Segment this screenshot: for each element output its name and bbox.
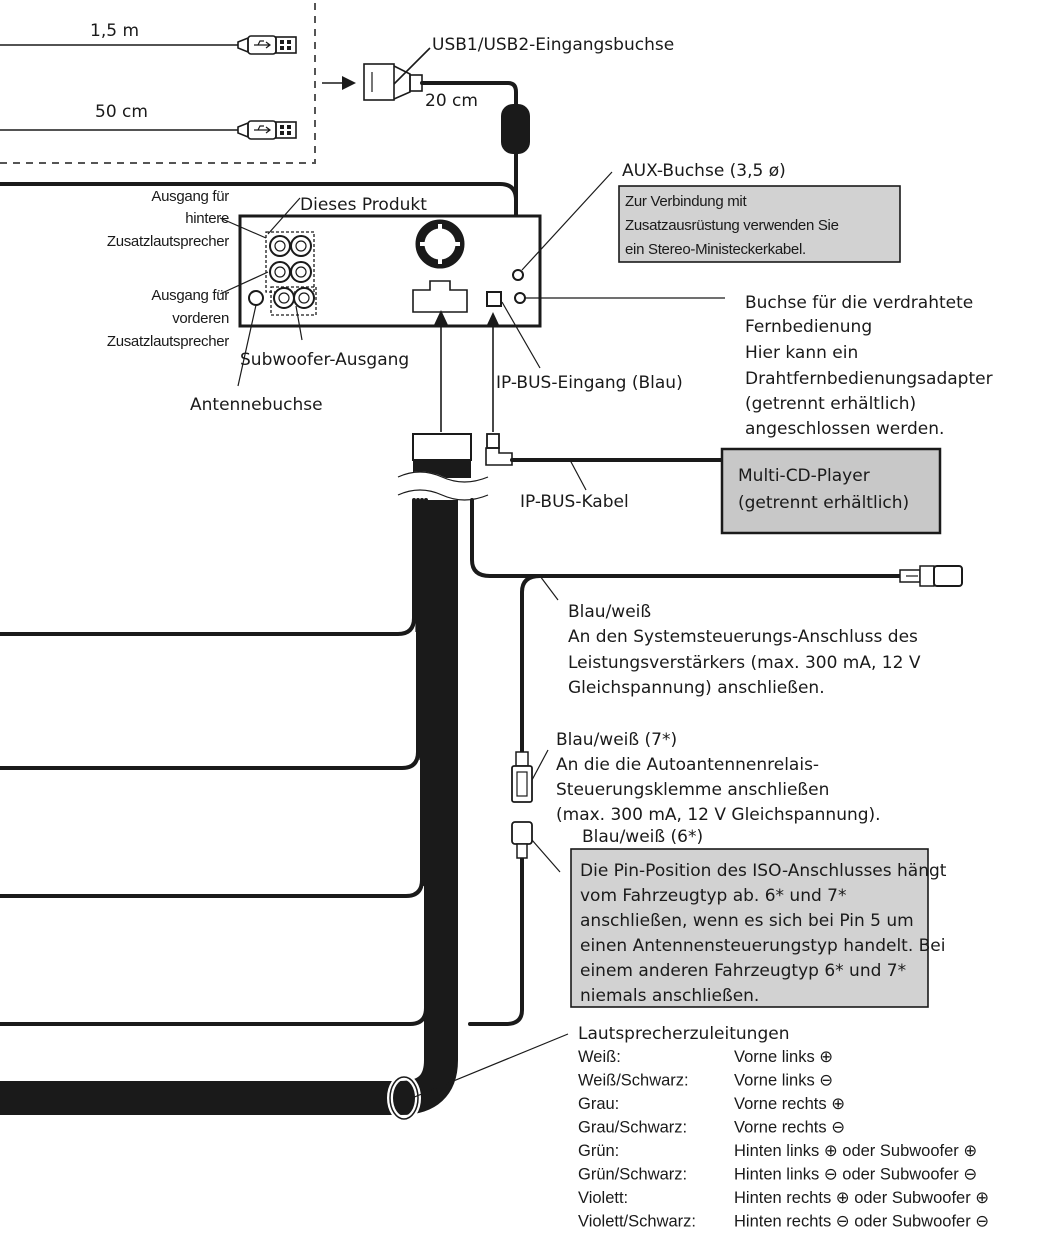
speaker-lead-color: Violett: (578, 1189, 628, 1207)
iso-harness (0, 433, 902, 1122)
blue-white-6-title: Blau/weiß (6*) (582, 827, 703, 847)
cd-player-label-1: Multi-CD-Player (738, 466, 870, 486)
wired-remote-label-3: Hier kann ein (745, 343, 858, 363)
ipbus-plug-icon (485, 433, 513, 466)
iso-note-line-4: einen Antennensteuerungstyp handelt. Bei (580, 936, 945, 956)
aux-note-line-2: Zusatzausrüstung verwenden Sie (625, 217, 839, 234)
iso-note-line-1: Die Pin-Position des ISO-Anschlusses hän… (580, 861, 947, 881)
speaker-lead-color: Violett/Schwarz: (578, 1213, 696, 1231)
subwoofer-output-label: Subwoofer-Ausgang (240, 350, 409, 370)
blue-white-text-1: An den Systemsteuerungs-Anschluss des (568, 627, 918, 647)
ferrite-core (501, 104, 530, 154)
usb-plug-icon (237, 120, 297, 140)
front-output-label-1: Ausgang für (151, 287, 229, 304)
male-connector-icon (511, 821, 533, 859)
cd-player-label-2: (getrennt erhältlich) (738, 493, 909, 513)
blue-white-7-text-1: An die die Autoantennenrelais- (556, 755, 819, 775)
rear-output-label-1: Ausgang für (151, 188, 229, 205)
speaker-lead-color: Grau: (578, 1095, 619, 1113)
iso-note-line-6: niemals anschließen. (580, 986, 759, 1006)
blue-white-7-text-3: (max. 300 mA, 12 V Gleichspannung). (556, 805, 881, 825)
blue-white-text-2: Leistungsverstärkers (max. 300 mA, 12 V (568, 653, 921, 673)
usb-cable-short-length: 50 cm (95, 102, 148, 122)
usb-socket-icon (363, 63, 423, 101)
wired-remote-label-6: angeschlossen werden. (745, 419, 944, 439)
ipbus-cable-label: IP-BUS-Kabel (520, 492, 629, 512)
blue-white-7-text-2: Steuerungsklemme anschließen (556, 780, 829, 800)
front-output-label-2: vorderen (172, 310, 229, 327)
fan-icon (415, 219, 465, 269)
usb-extension-cable (420, 81, 518, 112)
blue-white-title: Blau/weiß (568, 602, 651, 622)
arrow-up-icon (434, 310, 448, 432)
speaker-lead-description: Hinten rechts ⊖ oder Subwoofer ⊖ (734, 1213, 989, 1231)
wired-remote-label-4: Drahtfernbedienungsadapter (745, 369, 993, 389)
usb-extension-length: 20 cm (425, 91, 478, 111)
speaker-leads-title: Lautsprecherzuleitungen (578, 1024, 789, 1044)
rca-jack-icon (265, 231, 317, 316)
blue-white-7-title: Blau/weiß (7*) (556, 730, 677, 750)
speaker-lead-description: Vorne rechts ⊕ (734, 1095, 845, 1113)
aux-note-box (618, 185, 901, 263)
speaker-lead-color: Weiß/Schwarz: (578, 1072, 689, 1090)
iso-note-line-5: einem anderen Fahrzeugtyp 6* und 7* (580, 961, 906, 981)
iso-note-line-2: vom Fahrzeugtyp ab. 6* und 7* (580, 886, 847, 906)
speaker-lead-color: Grün: (578, 1142, 619, 1160)
speaker-lead-color: Grau/Schwarz: (578, 1119, 687, 1137)
front-output-label-3: Zusatzlautsprecher (107, 333, 229, 350)
usb-cable-box: 1,5 m 50 cm (0, 0, 316, 164)
arrow-right-icon (322, 76, 356, 90)
speaker-lead-color: Weiß: (578, 1048, 621, 1066)
aux-note-line-1: Zur Verbindung mit (625, 193, 747, 210)
ipbus-input-label: IP-BUS-Eingang (Blau) (496, 373, 683, 393)
speaker-lead-description: Hinten links ⊖ oder Subwoofer ⊖ (734, 1166, 977, 1184)
usb-cable-long-length: 1,5 m (90, 21, 139, 41)
female-connector-icon (511, 751, 533, 803)
speaker-lead-description: Hinten links ⊕ oder Subwoofer ⊕ (734, 1142, 977, 1160)
head-unit (238, 214, 542, 328)
aux-note-line-3: ein Stereo-Ministeckerkabel. (625, 241, 806, 258)
arrow-up-icon (486, 312, 500, 432)
wired-remote-label-2: Fernbedienung (745, 317, 872, 337)
wired-remote-jack-icon (514, 292, 526, 304)
speaker-lead-color: Grün/Schwarz: (578, 1166, 687, 1184)
plug-connector-icon (899, 565, 963, 587)
ipbus-socket-icon (486, 291, 502, 307)
speaker-leads-table: Weiß: Vorne links ⊕ Weiß/Schwarz: Vorne lin… (578, 1048, 989, 1231)
blue-white-text-3: Gleichspannung) anschließen. (568, 678, 825, 698)
speaker-lead-description: Vorne rechts ⊖ (734, 1119, 845, 1137)
rear-output-label-2: hintere (185, 210, 229, 227)
antenna-jack-icon (248, 290, 264, 306)
usb-input-label: USB1/USB2-Eingangsbuchse (432, 35, 674, 55)
rear-output-label-3: Zusatzlautsprecher (107, 233, 229, 250)
speaker-lead-description: Vorne links ⊕ (734, 1048, 833, 1066)
aux-jack-icon (512, 269, 524, 281)
aux-jack-label: AUX-Buchse (3,5 ø) (622, 161, 786, 181)
usb-input-leader (393, 47, 431, 85)
product-label: Dieses Produkt (300, 195, 427, 215)
usb-plug-icon (237, 35, 297, 55)
wired-remote-label-5: (getrennt erhältlich) (745, 394, 916, 414)
wired-remote-label-1: Buchse für die verdrahtete (745, 293, 973, 313)
iso-note-box (570, 848, 929, 1008)
antenna-jack-label: Antennebuchse (190, 395, 323, 415)
iso-socket-icon (412, 280, 468, 313)
cd-player-box (720, 447, 942, 535)
rear-cable (0, 182, 518, 202)
speaker-lead-description: Vorne links ⊖ (734, 1072, 833, 1090)
speaker-lead-description: Hinten rechts ⊕ oder Subwoofer ⊕ (734, 1189, 989, 1207)
iso-note-line-3: anschließen, wenn es sich bei Pin 5 um (580, 911, 914, 931)
